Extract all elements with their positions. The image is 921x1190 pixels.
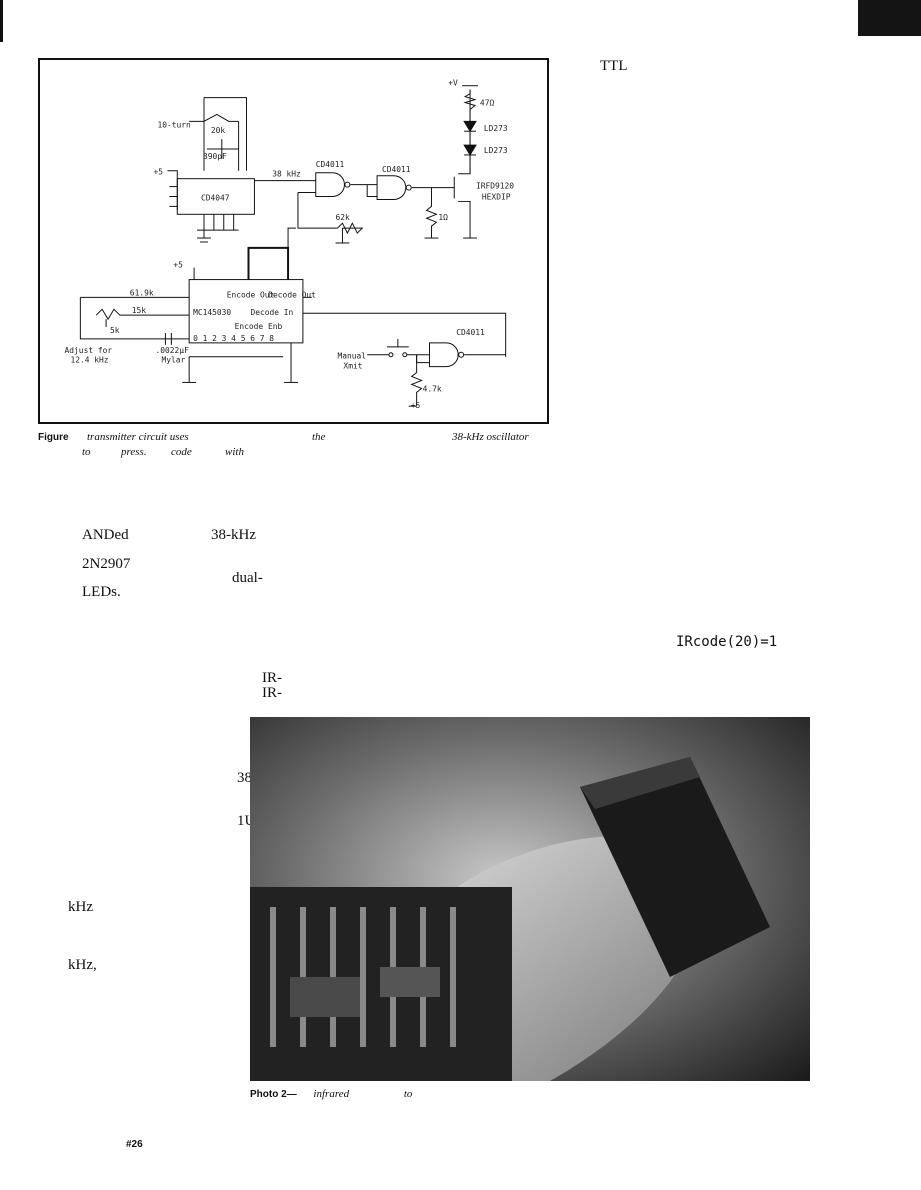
- figure-caption-fragment: the: [312, 431, 326, 443]
- left-margin-bar: [0, 0, 3, 42]
- figure-caption-fragment: transmitter circuit uses: [87, 431, 189, 443]
- figure-caption-fragment: 38-kHz oscillator: [452, 431, 529, 443]
- label-cd4011-c: CD4011: [456, 328, 485, 337]
- body-text-fragment: kHz: [68, 899, 93, 915]
- photo-image: [250, 717, 810, 1081]
- label-decode-in: Decode In: [250, 308, 293, 317]
- label-cd4011-a: CD4011: [316, 160, 345, 169]
- label-encode-out: Encode Out: [227, 290, 275, 299]
- label-1-ohm: 1Ω: [438, 213, 448, 222]
- label-mc145030: MC145030: [193, 308, 231, 317]
- label-plus5-a: +5: [154, 168, 164, 177]
- photo-infrared-transmitter: [250, 717, 810, 1081]
- label-ld273-1: LD273: [484, 124, 508, 133]
- label-cd4011-b: CD4011: [382, 165, 411, 174]
- label-47-ohm: 47Ω: [480, 98, 495, 107]
- figure-caption-fragment: with: [225, 446, 244, 458]
- label-12-4khz: 12.4 kHz: [70, 356, 108, 365]
- label-0022uf: .0022µF: [156, 346, 190, 355]
- label-irfd9120: IRFD9120: [476, 182, 514, 191]
- body-text-fragment: 38-kHz: [211, 527, 256, 543]
- corner-thumb-tab: [858, 0, 921, 36]
- body-text-fragment: 2N2907: [82, 556, 131, 572]
- label-20k: 20k: [211, 126, 226, 135]
- label-38khz: 38 kHz: [272, 170, 301, 179]
- label-390pf: 390pF: [203, 152, 227, 161]
- schematic-figure: 10-turn 20k 390pF +5 CD4047 38 kHz CD401…: [38, 58, 549, 424]
- code-fragment: IRcode(20)=1: [676, 634, 778, 650]
- label-plus5-b: +5: [173, 261, 183, 270]
- figure-caption-fragment: press.: [121, 446, 147, 458]
- label-cd4047: CD4047: [201, 193, 230, 202]
- photo-caption-word2: to: [403, 1088, 413, 1100]
- label-10-turn: 10-turn: [158, 120, 192, 129]
- photo-caption: Photo 2— infrared to: [250, 1088, 413, 1100]
- body-text-fragment: ANDed: [82, 527, 129, 543]
- nand-gate-3: [429, 342, 459, 368]
- figure-caption-label: Figure: [38, 432, 69, 443]
- body-text-fragment: kHz,: [68, 957, 97, 973]
- ttl-fragment: TTL: [600, 58, 628, 74]
- nand-gate-2: [376, 175, 407, 200]
- label-plus-v: +V: [448, 79, 458, 88]
- label-mylar: Mylar: [161, 356, 185, 365]
- label-61-9k: 61.9k: [130, 288, 154, 297]
- body-text-fragment: IR-: [262, 670, 282, 686]
- mc145030-chip: [188, 279, 304, 344]
- label-15k: 15k: [132, 306, 147, 315]
- body-text-fragment: dual-: [232, 570, 263, 586]
- photo-caption-word1: infrared: [313, 1088, 350, 1100]
- label-4-7k: 4.7k: [423, 384, 442, 393]
- label-hexdip: HEXDIP: [482, 192, 511, 201]
- schematic-diagram: 10-turn 20k 390pF +5 CD4047 38 kHz CD401…: [65, 79, 515, 410]
- label-5k: 5k: [110, 326, 120, 335]
- label-decode-out: Decode Out: [268, 290, 316, 299]
- label-adjust-for: Adjust for: [65, 346, 113, 355]
- label-encode-enb: Encode Enb: [235, 322, 283, 331]
- label-manual: Manual: [338, 352, 367, 361]
- label-xmit: Xmit: [343, 362, 362, 371]
- nand-gate-1: [315, 172, 345, 197]
- page-mark: #26: [126, 1139, 143, 1150]
- label-plus5-c: +5: [411, 401, 421, 410]
- label-pins-top: 0 1 2 3 4 5 6 7 8: [193, 334, 274, 343]
- label-ld273-2: LD273: [484, 146, 508, 155]
- label-62k: 62k: [336, 213, 351, 222]
- body-text-fragment: LEDs.: [82, 584, 121, 600]
- figure-caption-fragment: to: [82, 446, 91, 458]
- body-text-fragment: IR-: [262, 685, 282, 701]
- figure-caption-fragment: code: [171, 446, 192, 458]
